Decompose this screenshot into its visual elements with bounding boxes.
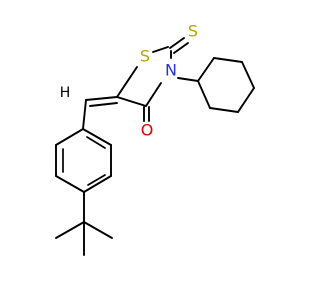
cyclohexyl-bond-5 [209, 107, 239, 113]
benzene-bond-3 [55, 175, 85, 193]
ring-bond-c4-c5 [116, 96, 147, 107]
cyclohexyl-bond-2 [213, 57, 243, 63]
benzene-bond-1 [55, 128, 84, 146]
cyclohexyl-bond-6 [197, 80, 211, 109]
benzene-bond-4 [83, 175, 112, 193]
sulfur-ring-label: S [140, 47, 150, 66]
thione-double-bond-1 [169, 37, 185, 49]
tertbutyl-methyl-right [83, 221, 113, 239]
oxygen-label: O [141, 121, 154, 140]
cyclohexyl-bond-3 [241, 61, 255, 89]
vinyl-hydrogen-label: H [60, 85, 71, 101]
tertbutyl-methyl-left [55, 221, 85, 239]
vinyl-bond-to-aryl [82, 99, 87, 130]
sulfur-thione-label: S [188, 22, 198, 41]
molecule-canvas: S S N O H [55, 21, 255, 256]
ring-bond-c5-s1 [116, 66, 138, 98]
nitrogen-label: N [165, 61, 177, 80]
n-cyclohexyl-bond [177, 77, 199, 82]
ring-bond-n3-c4 [145, 82, 162, 107]
exocyclic-double-bond-2 [89, 102, 118, 107]
thione-double-bond-2 [173, 42, 189, 54]
benzene-bond-6 [82, 128, 112, 146]
cyclohexyl-bond-1 [197, 57, 215, 82]
molecular-structure-diagram: S S N O H [55, 22, 255, 256]
exocyclic-double-bond-1 [85, 96, 118, 101]
ring-bond-s1-c2 [152, 46, 169, 53]
benzene-inner-bond-3 [86, 136, 106, 149]
cyclohexyl-bond-4 [237, 87, 255, 113]
benzene-inner-bond-2 [87, 174, 106, 186]
